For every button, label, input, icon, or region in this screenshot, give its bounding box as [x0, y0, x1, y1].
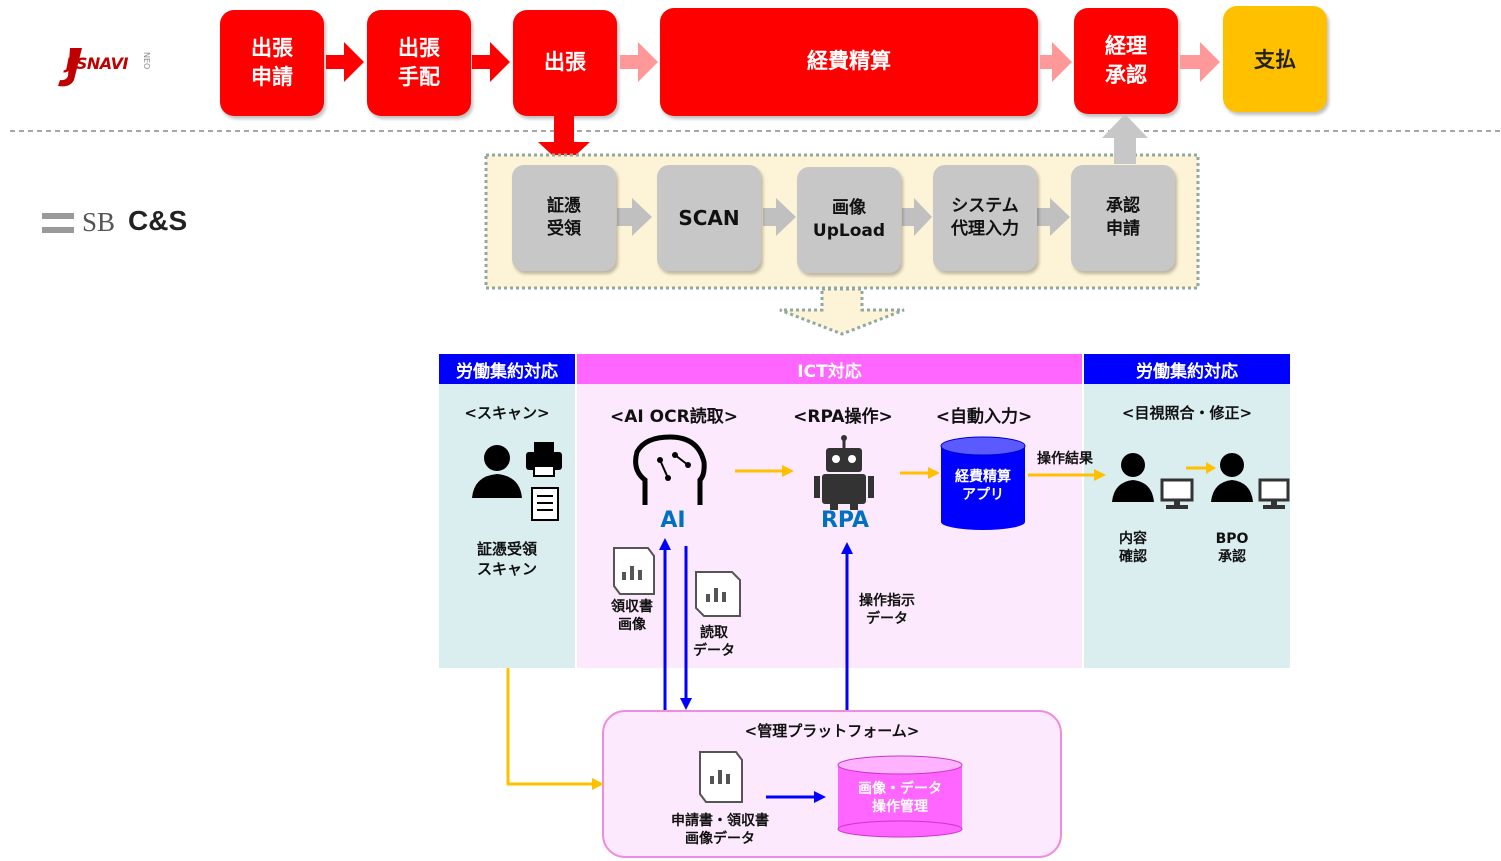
flow-arrow-2 — [472, 42, 510, 82]
monitor-icon-2 — [1258, 478, 1290, 509]
subtitle-scan: <スキャン> — [464, 404, 550, 422]
ai-label: AI — [660, 508, 686, 533]
image-data-mgmt-label: 画像・データ 操作管理 — [858, 781, 942, 816]
read-data-doc-icon — [695, 571, 741, 617]
arrow-app-to-check — [1028, 469, 1106, 481]
flow-arrow-1 — [326, 42, 364, 82]
platform-title: <管理プラットフォーム> — [744, 722, 920, 740]
container-down-arrow — [779, 287, 905, 336]
operation-result-label: 操作結果 — [1037, 451, 1093, 467]
document-icon-scan — [531, 487, 559, 521]
bpo-approval-label: BPO 承認 — [1215, 531, 1249, 566]
sbcs-logo-bar-1 — [42, 213, 74, 219]
printer-icon — [526, 442, 562, 477]
monitor-icon-1 — [1160, 478, 1194, 509]
sbcs-logo-sb: SB — [82, 207, 116, 237]
content-check-label: 内容 確認 — [1119, 531, 1147, 566]
arrow-rpa-to-app — [900, 467, 940, 479]
jsnavi-logo-text: J'SNAVI — [66, 54, 128, 73]
subtitle-rpa: <RPA操作> — [793, 407, 893, 427]
process-arrow-2 — [763, 198, 796, 236]
flow-trip: 出張 — [513, 10, 617, 116]
arrow-platform-to-ai — [659, 538, 671, 710]
process-arrow-1 — [617, 198, 652, 236]
person-icon-bpo — [1211, 453, 1253, 502]
read-data-label: 読取 データ — [693, 625, 735, 660]
step-approval-request: 承認 申請 — [1071, 165, 1175, 271]
flow-arrow-5 — [1180, 42, 1220, 82]
application-data-doc-icon — [699, 751, 743, 803]
person-icon-scan — [472, 445, 522, 498]
step-scan: SCAN — [657, 165, 761, 271]
arrow-ai-to-platform — [680, 546, 692, 710]
header-right-labor: 労働集約対応 — [1084, 354, 1290, 384]
operation-instruction-label: 操作指示 データ — [859, 593, 915, 628]
panel-right-bg — [1084, 384, 1290, 668]
arrow-platform-to-rpa — [841, 542, 853, 710]
receipt-image-doc-icon — [613, 547, 655, 595]
flow-arrow-up — [1102, 114, 1148, 164]
step-image-upload: 画像 UpLoad — [797, 167, 901, 273]
flow-trip-application: 出張 申請 — [220, 10, 324, 116]
flow-arrow-3 — [620, 42, 658, 82]
flow-expense-settlement: 経費精算 — [660, 8, 1038, 116]
arrow-ai-to-rpa — [735, 465, 794, 477]
rpa-label: RPA — [820, 508, 870, 533]
app-label: 経費精算 アプリ — [955, 469, 1011, 504]
arrow-check-to-bpo — [1186, 462, 1216, 474]
step-receive-voucher: 証憑 受領 — [512, 165, 616, 271]
panel-left-bg — [439, 384, 575, 668]
scan-caption: 証憑受領 スキャン — [476, 540, 537, 578]
jsnavi-logo-mark — [58, 48, 82, 87]
sbcs-logo: SB C&S — [42, 205, 202, 241]
header-ict: ICT対応 — [577, 354, 1082, 384]
jsnavi-logo: J'SNAVI NEO — [52, 40, 162, 90]
process-arrow-4 — [1036, 198, 1070, 236]
subtitle-visual-check: <目視照合・修正> — [1121, 404, 1253, 422]
flow-payment: 支払 — [1223, 6, 1327, 112]
flow-trip-arrangement: 出張 手配 — [367, 10, 471, 116]
subtitle-ai-ocr: <AI OCR読取> — [610, 407, 738, 427]
person-icon-content-check — [1112, 453, 1154, 502]
process-arrow-3 — [902, 198, 932, 236]
arrow-doc-to-mgmt — [766, 791, 826, 803]
mgmt-database-icon — [837, 755, 963, 838]
flow-arrow-4 — [1040, 42, 1072, 82]
arrow-scan-to-platform — [506, 668, 604, 790]
sbcs-logo-bar-2 — [42, 227, 74, 233]
ai-head-icon — [633, 434, 707, 505]
application-data-label: 申請書・領収書 画像データ — [671, 813, 769, 848]
flow-accounting-approval: 経理 承認 — [1074, 8, 1178, 114]
step-system-proxy-input: システム 代理入力 — [933, 165, 1037, 271]
jsnavi-logo-neo: NEO — [142, 52, 151, 70]
app-database-icon — [940, 436, 1026, 530]
receipt-image-label: 領収書 画像 — [611, 599, 653, 634]
sbcs-logo-cs: C&S — [128, 205, 188, 236]
header-left-labor: 労働集約対応 — [439, 354, 575, 384]
rpa-robot-icon — [814, 435, 874, 510]
subtitle-auto-input: <自動入力> — [935, 407, 1033, 427]
